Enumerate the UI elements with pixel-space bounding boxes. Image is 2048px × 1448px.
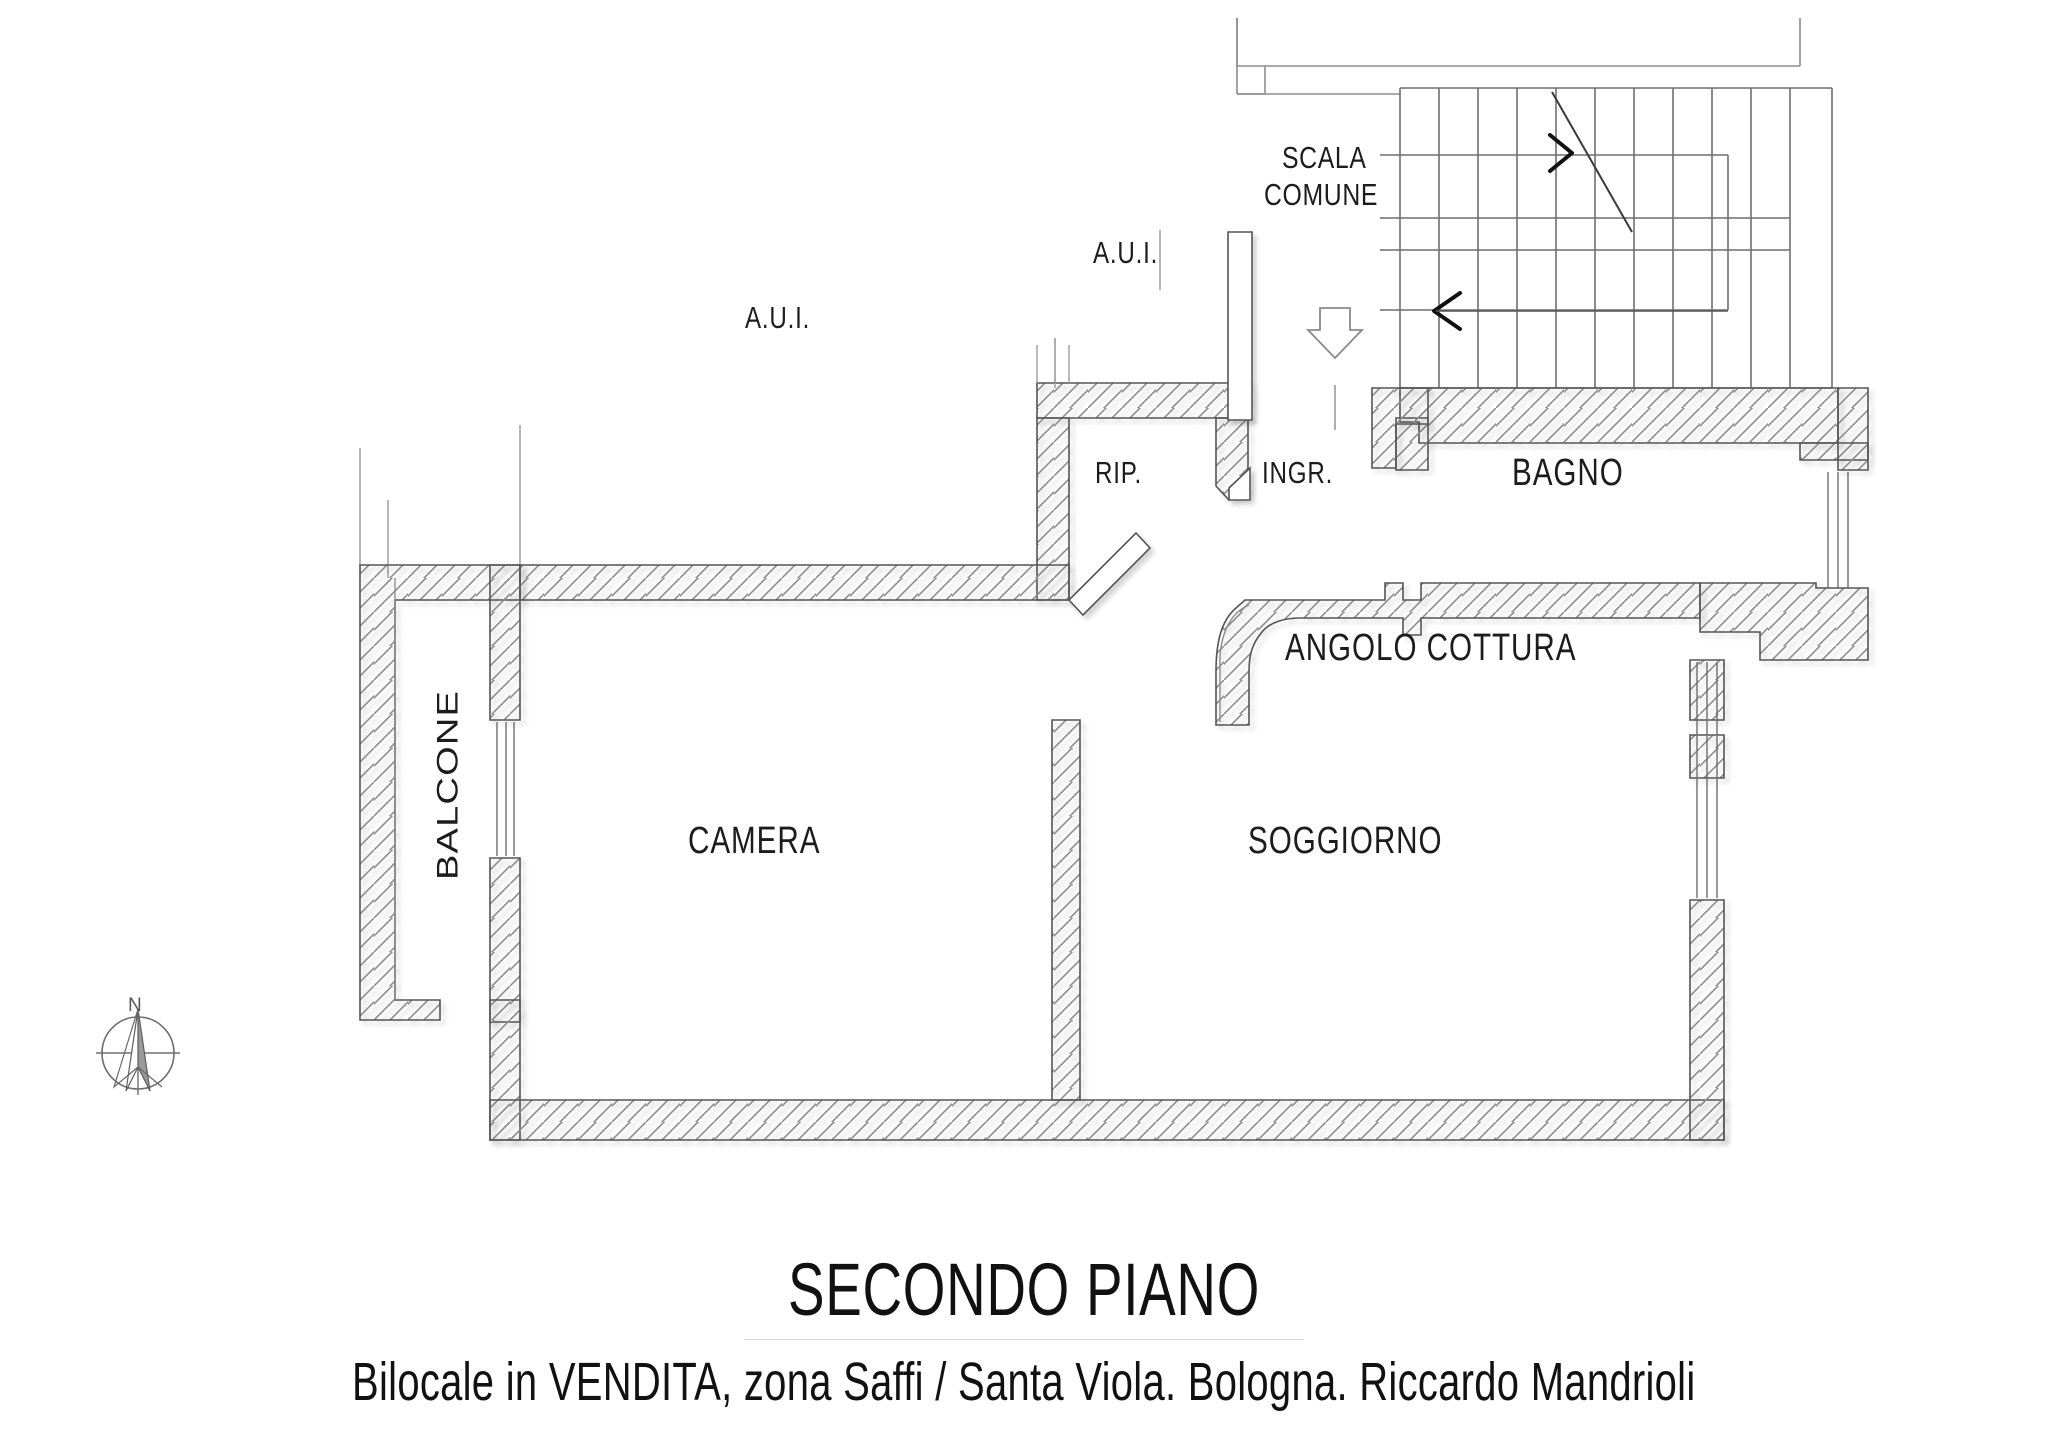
room-label-bagno: BAGNO bbox=[1512, 452, 1624, 494]
room-label-camera: CAMERA bbox=[688, 820, 821, 862]
room-label-balcone: BALCONE bbox=[432, 689, 465, 880]
page-title: SECONDO PIANO bbox=[787, 1248, 1261, 1331]
annotation-aui-right: A.U.I. bbox=[1093, 235, 1159, 270]
room-label-ripostiglio: RIP. bbox=[1095, 455, 1143, 490]
north-arrow: N bbox=[78, 995, 198, 1125]
compass-rose-icon bbox=[96, 1008, 180, 1095]
stair-label-line1: SCALA bbox=[1282, 140, 1367, 175]
annotation-aui-left: A.U.I. bbox=[745, 300, 811, 335]
room-label-soggiorno: SOGGIORNO bbox=[1248, 820, 1443, 862]
room-label-angolo-cottura: ANGOLO COTTURA bbox=[1285, 627, 1577, 669]
north-label: N bbox=[128, 995, 142, 1016]
page-subtitle: Bilocale in VENDITA, zona Saffi / Santa … bbox=[352, 1352, 1696, 1412]
stair-label-line2: COMUNE bbox=[1264, 177, 1379, 212]
room-label-ingresso: INGR. bbox=[1262, 455, 1334, 490]
title-divider bbox=[744, 1339, 1304, 1340]
title-block: SECONDO PIANO Bilocale in VENDITA, zona … bbox=[0, 1247, 2048, 1414]
